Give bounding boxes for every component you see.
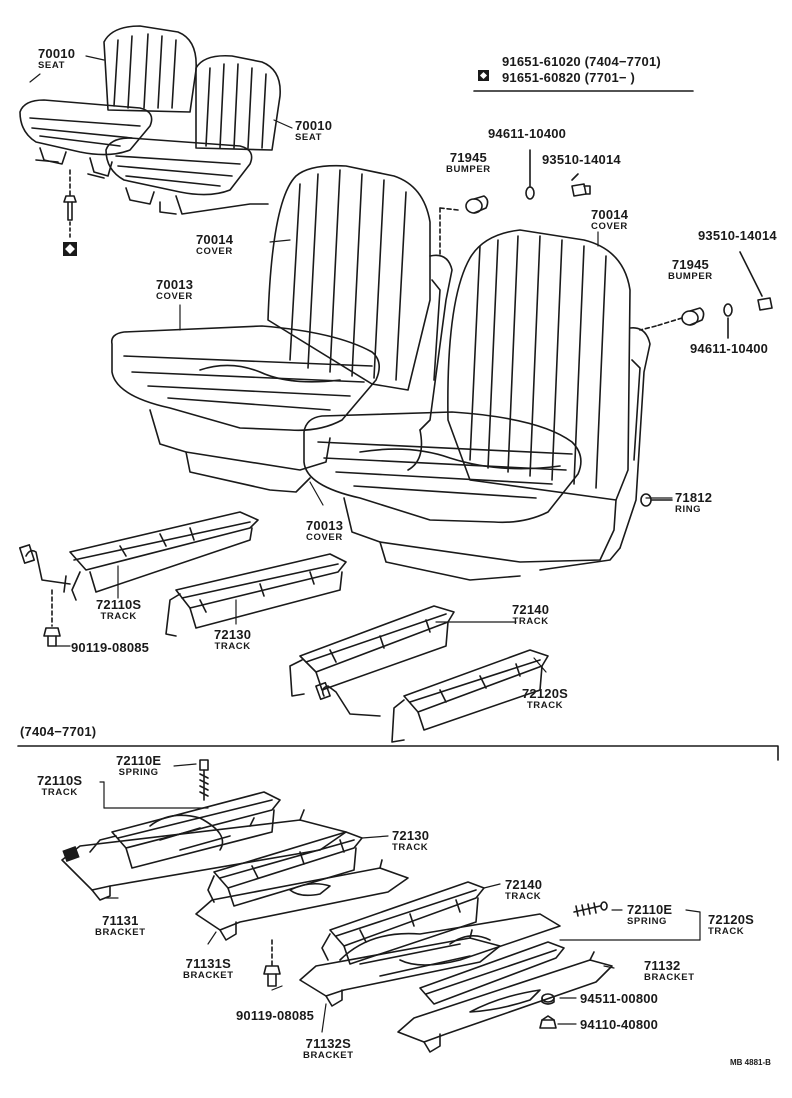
track-72110s-low-drawing <box>89 791 281 869</box>
legend-row-1: 91651-61020 (7404−7701) <box>502 54 661 69</box>
front-seat-right-drawing <box>303 229 651 581</box>
label-nut-94110: 94110-40800 <box>580 1017 659 1032</box>
spring-left-drawing <box>199 759 209 801</box>
bracket-71132s-drawing <box>299 929 501 1007</box>
footer-code: MB 4881-B <box>730 1058 771 1067</box>
washer-right-drawing <box>723 303 733 339</box>
bracket-71132-drawing <box>397 951 613 1053</box>
legend-row-2: 91651-60820 (7701− ) <box>502 70 636 85</box>
section-divider <box>17 745 779 761</box>
washer-top-drawing <box>525 149 535 200</box>
spring-right-drawing <box>573 901 608 917</box>
ring-drawing <box>640 493 673 507</box>
label-nut-94511: 94511-00800 <box>580 991 659 1006</box>
track-72120s-low-drawing <box>339 913 565 1005</box>
front-seat-left-drawing <box>110 164 453 493</box>
label-washer-top: 94611-10400 <box>488 126 567 141</box>
track-72120s-top-drawing <box>315 649 549 743</box>
section-label: (7404−7701) <box>20 724 97 739</box>
nut-94511-drawing <box>541 993 555 1005</box>
label-washer-right: 94611-10400 <box>690 341 769 356</box>
bracket-71131s-drawing <box>195 859 409 941</box>
bumper-right-drawing <box>639 307 705 331</box>
label-bolt-top: 90119-08085 <box>71 640 150 655</box>
track-72140-low-drawing <box>321 881 485 965</box>
rear-bolt-drawing <box>63 169 77 256</box>
track-72130-top-drawing <box>165 553 347 637</box>
track-72140-top-drawing <box>289 605 455 697</box>
bolt-top-drawing <box>43 627 61 647</box>
label-screw-top: 93510-14014 <box>542 152 621 167</box>
bumper-left-drawing <box>439 195 489 255</box>
label-bolt-low: 90119-08085 <box>236 1008 315 1023</box>
leader-lines <box>29 55 701 1033</box>
track-72110s-top-drawing <box>18 511 259 627</box>
bracket-71131-drawing <box>61 809 347 901</box>
bolt-low-drawing <box>263 939 281 987</box>
screw-top-drawing <box>571 173 591 197</box>
diamond-square-icon <box>478 68 489 84</box>
label-screw-right: 93510-14014 <box>698 228 777 243</box>
rear-seat-right-drawing <box>105 54 281 215</box>
nut-94110-drawing <box>539 1015 557 1029</box>
screw-right-drawing <box>739 251 773 311</box>
